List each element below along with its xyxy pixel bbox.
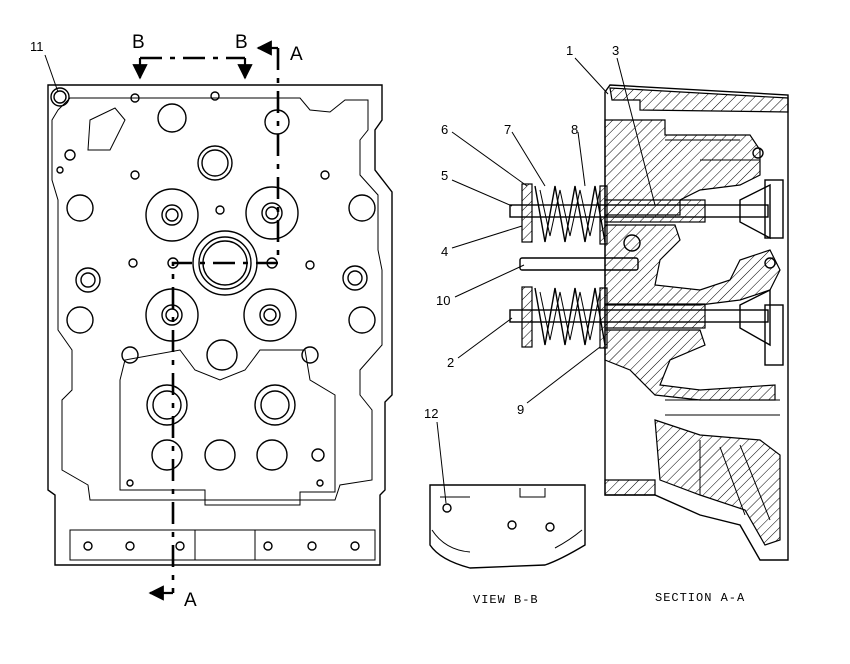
- spring-seat-upper: [599, 185, 608, 245]
- section-a-a: 1 3 6 7 8 5 4 10 2 9 SECTION A-A: [436, 43, 789, 605]
- head-inner-outline: [51, 97, 383, 501]
- spring-inner-lower: [539, 291, 601, 341]
- port-lines: [665, 139, 780, 521]
- callout-3: 3: [612, 43, 619, 58]
- view-b-inner: [431, 488, 583, 553]
- callout-6: 6: [441, 122, 448, 137]
- oil-passage: [623, 234, 641, 252]
- view-b-outline: [429, 484, 586, 569]
- hatch-port-lower: [604, 479, 656, 496]
- spring-outer-lower: [534, 287, 606, 346]
- marker-a-bottom: A: [184, 590, 197, 611]
- caption-section-a: SECTION A-A: [655, 591, 745, 605]
- callout-2: 2: [447, 355, 454, 370]
- callout-5: 5: [441, 168, 448, 183]
- view-b-hole-12: [442, 503, 452, 513]
- oil-passage-3: [764, 257, 776, 269]
- callout-1: 1: [566, 43, 573, 58]
- section-line-a: [171, 48, 280, 593]
- valve-seat-lower: [764, 304, 784, 366]
- bottom-rail: [69, 529, 376, 561]
- upper-valve-assembly: [509, 183, 771, 245]
- hatch-top: [609, 87, 789, 113]
- top-view: B B A A 11: [30, 32, 393, 611]
- valve-head-upper: [739, 183, 771, 240]
- callout-9: 9: [517, 402, 524, 417]
- head-holes: [50, 87, 376, 551]
- marker-a-top: A: [290, 44, 303, 65]
- callout-4: 4: [441, 244, 448, 259]
- view-b-b: 12 VIEW B-B: [424, 406, 586, 607]
- retainer-lower: [521, 286, 533, 348]
- hatch-port: [654, 419, 781, 546]
- leader-12: [436, 421, 447, 504]
- caption-view-b: VIEW B-B: [473, 593, 539, 607]
- valve-head-lower: [739, 288, 771, 347]
- callout-8: 8: [571, 122, 578, 137]
- leader-11: [44, 54, 59, 93]
- spring-outer-upper: [534, 185, 606, 243]
- hatch-lower-web: [604, 329, 776, 401]
- spring-inner-upper: [539, 189, 601, 237]
- dowel: [519, 257, 639, 271]
- view-b-hole: [507, 520, 517, 530]
- marker-b-right: B: [235, 32, 248, 53]
- lower-valve-assembly: [509, 286, 771, 349]
- oil-passage-2: [752, 147, 764, 159]
- callout-10: 10: [436, 293, 450, 308]
- retainer-upper: [521, 183, 533, 243]
- marker-b-left: B: [132, 32, 145, 53]
- bottom-rail-notch-1: [194, 530, 256, 560]
- deck-outline: [119, 349, 336, 506]
- head-outline: [47, 84, 393, 566]
- view-b-hole: [545, 522, 555, 532]
- callout-7: 7: [504, 122, 511, 137]
- section-leaders: [451, 57, 656, 404]
- valve-seat-upper: [764, 179, 784, 239]
- spring-seat-lower: [599, 287, 608, 349]
- callout-11: 11: [30, 39, 44, 54]
- slot-left: [87, 107, 126, 151]
- valve-guide-lower: [604, 303, 706, 329]
- hatch-middle-web: [604, 224, 781, 306]
- callout-12: 12: [424, 406, 438, 421]
